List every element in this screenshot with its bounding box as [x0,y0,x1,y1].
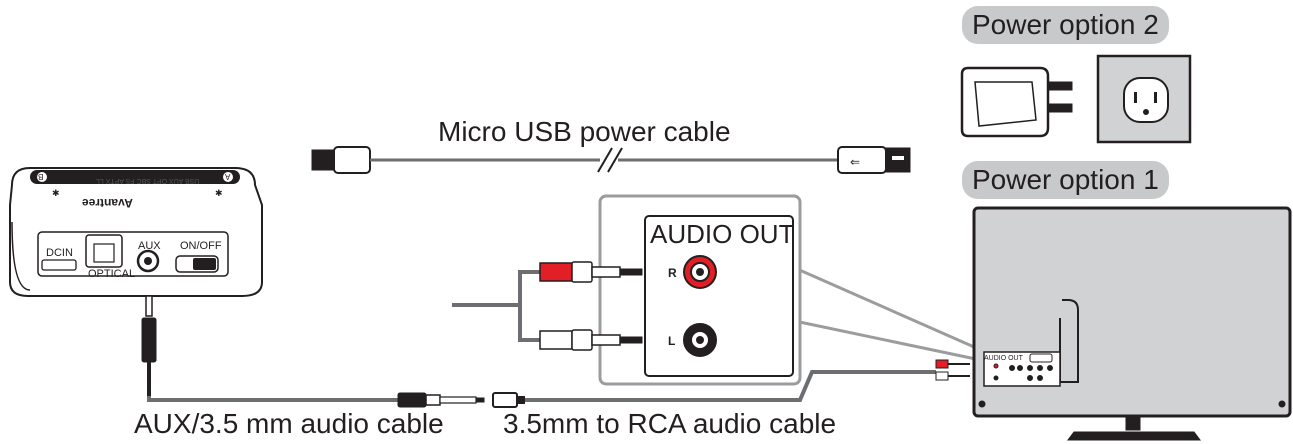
audio-out-label: AUDIO OUT [650,219,795,249]
tv-audio-out-label: AUDIO OUT [984,355,1023,362]
device-top-a: A [225,172,231,181]
device-top-b: B [38,172,44,181]
device-top-text: USB AUX OPT SBC FS APTX LL [96,177,200,184]
rca-cable [492,359,970,408]
rca-left-label: L [668,334,676,348]
aux-cable [141,295,485,408]
port-aux-label: AUX [138,240,161,252]
svg-text:✱: ✱ [215,188,223,198]
svg-text:⇐: ⇐ [850,155,860,169]
device-brand: Avantree [82,196,133,210]
port-dcin-label: DCIN [46,247,73,259]
rca-cable-label: 3.5mm to RCA audio cable [503,408,837,439]
rca-right-label: R [668,266,677,280]
rca-plugs [452,261,643,351]
avantree-transmitter: ✱ ✱ [8,167,264,297]
wall-outlet [1096,54,1192,144]
micro-usb-cable-label: Micro USB power cable [438,116,731,147]
power-option-2-label: Power option 2 [962,6,1169,44]
svg-text:✱: ✱ [52,188,60,198]
port-optical-label: OPTICAL [88,268,136,280]
power-option-1-label: Power option 1 [962,161,1169,199]
television [972,206,1292,441]
audio-out-callout [598,194,991,386]
power-adapter [960,66,1073,138]
micro-usb-cable: ⇐ [311,146,911,174]
aux-cable-label: AUX/3.5 mm audio cable [134,408,444,439]
switch-label: ON/OFF [180,240,222,252]
